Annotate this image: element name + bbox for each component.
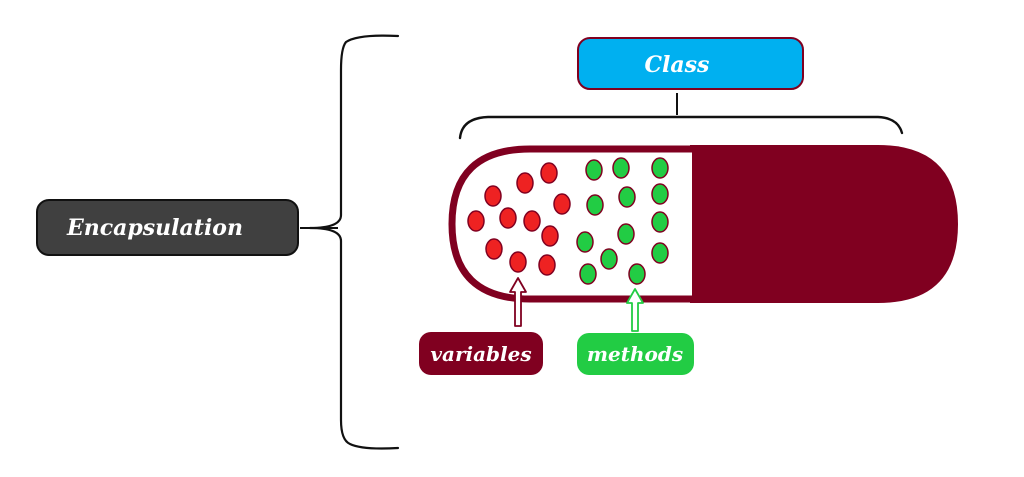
variables-box: variables bbox=[419, 332, 543, 375]
capsule-right-half bbox=[690, 145, 958, 303]
method-dot bbox=[600, 248, 618, 270]
encapsulation-box: Encapsulation bbox=[36, 199, 299, 256]
method-dot bbox=[576, 231, 594, 253]
method-dot bbox=[628, 263, 646, 285]
variable-dot bbox=[516, 172, 534, 194]
variable-dot bbox=[509, 251, 527, 273]
class-bracket bbox=[458, 115, 904, 140]
encapsulation-label: Encapsulation bbox=[66, 215, 243, 241]
variable-dot bbox=[499, 207, 517, 229]
variable-dot bbox=[553, 193, 571, 215]
variable-dot bbox=[540, 162, 558, 184]
encapsulation-bracket bbox=[308, 34, 400, 450]
methods-arrow bbox=[626, 288, 644, 332]
method-dot bbox=[585, 159, 603, 181]
variable-dot bbox=[484, 185, 502, 207]
method-dot bbox=[651, 157, 669, 179]
variable-dot bbox=[541, 225, 559, 247]
variables-arrow bbox=[509, 277, 527, 327]
method-dot bbox=[612, 157, 630, 179]
methods-box: methods bbox=[577, 333, 694, 375]
method-dot bbox=[617, 223, 635, 245]
method-dot bbox=[651, 242, 669, 264]
variable-dot bbox=[485, 238, 503, 260]
variable-dot bbox=[538, 254, 556, 276]
variable-dot bbox=[467, 210, 485, 232]
method-dot bbox=[618, 186, 636, 208]
methods-label: methods bbox=[587, 342, 683, 366]
method-dots bbox=[576, 157, 669, 285]
class-box: Class bbox=[577, 37, 804, 90]
class-label: Class bbox=[645, 52, 710, 78]
method-dot bbox=[579, 263, 597, 285]
method-dot bbox=[651, 183, 669, 205]
method-dot bbox=[586, 194, 604, 216]
variable-dot bbox=[523, 210, 541, 232]
variables-label: variables bbox=[430, 342, 531, 366]
variable-dots bbox=[467, 162, 571, 276]
method-dot bbox=[651, 211, 669, 233]
